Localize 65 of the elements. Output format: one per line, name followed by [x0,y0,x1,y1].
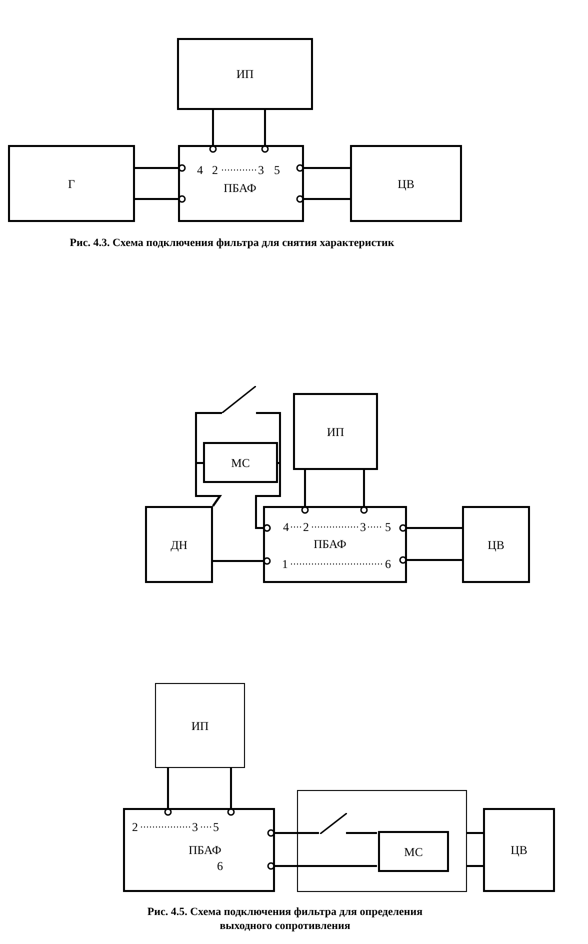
pin-number: 2 [303,521,309,533]
pin-number: 4 [197,164,203,176]
wire [267,862,377,870]
device-box [378,831,449,872]
device-box [350,145,462,222]
figure-caption: Рис. 4.3. Схема подключения фильтра для снятия характеристик [68,236,396,250]
device-box [145,506,213,583]
device-box [155,683,245,768]
pin-number: 2 [212,164,218,176]
frame-box [297,790,467,892]
wire [267,829,319,837]
wire [301,470,309,514]
device-label: ИП [326,426,344,438]
device-label: ПБАФ [314,538,346,550]
wire [195,412,222,507]
device-box [8,145,135,222]
switch-symbol [222,386,256,413]
device-label: МС [231,456,250,468]
device-box [203,442,278,483]
device-box [123,808,275,892]
device-label: ПБАФ [188,844,222,856]
wire [135,195,186,203]
device-label: ЦВ [398,178,414,190]
wire [255,462,281,532]
wire [360,470,368,514]
switch-symbol [320,813,347,834]
pin-number: 5 [213,821,219,833]
device-box [178,145,304,222]
device-box [462,506,530,583]
wire [399,524,462,532]
figure-caption: Рис. 4.5. Схема подключения фильтра для определения выходного сопротивления [146,905,424,934]
pin-number: 3 [258,164,264,176]
device-box [263,506,407,583]
wire [213,557,271,565]
device-label: ПБАФ [224,182,256,194]
device-box [293,393,378,470]
wire [296,195,350,203]
pin-number: 4 [283,521,289,533]
wire [296,164,350,172]
device-label: МС [404,846,423,858]
pin-number: 6 [217,860,223,872]
wire [209,110,217,153]
device-label: ЦВ [488,538,504,550]
wire [261,110,269,153]
pin-number: 3 [360,521,366,533]
wire [467,832,483,834]
wire [164,768,172,816]
device-label: Г [68,178,75,190]
pin-number: 6 [385,558,391,570]
wire [346,832,377,834]
wire [399,556,462,564]
wire [467,865,483,867]
pin-number: 5 [385,521,391,533]
wire [227,768,235,816]
device-label: ИП [236,68,254,80]
pin-number: 2 [132,821,138,833]
device-box [483,808,555,892]
device-label: ДН [170,538,188,550]
device-label: ЦВ [510,844,528,856]
wire [135,164,186,172]
pin-number: 5 [274,164,280,176]
pin-number: 3 [192,821,198,833]
device-label: ИП [191,720,209,732]
device-box [177,38,313,110]
pin-number: 1 [282,558,288,570]
